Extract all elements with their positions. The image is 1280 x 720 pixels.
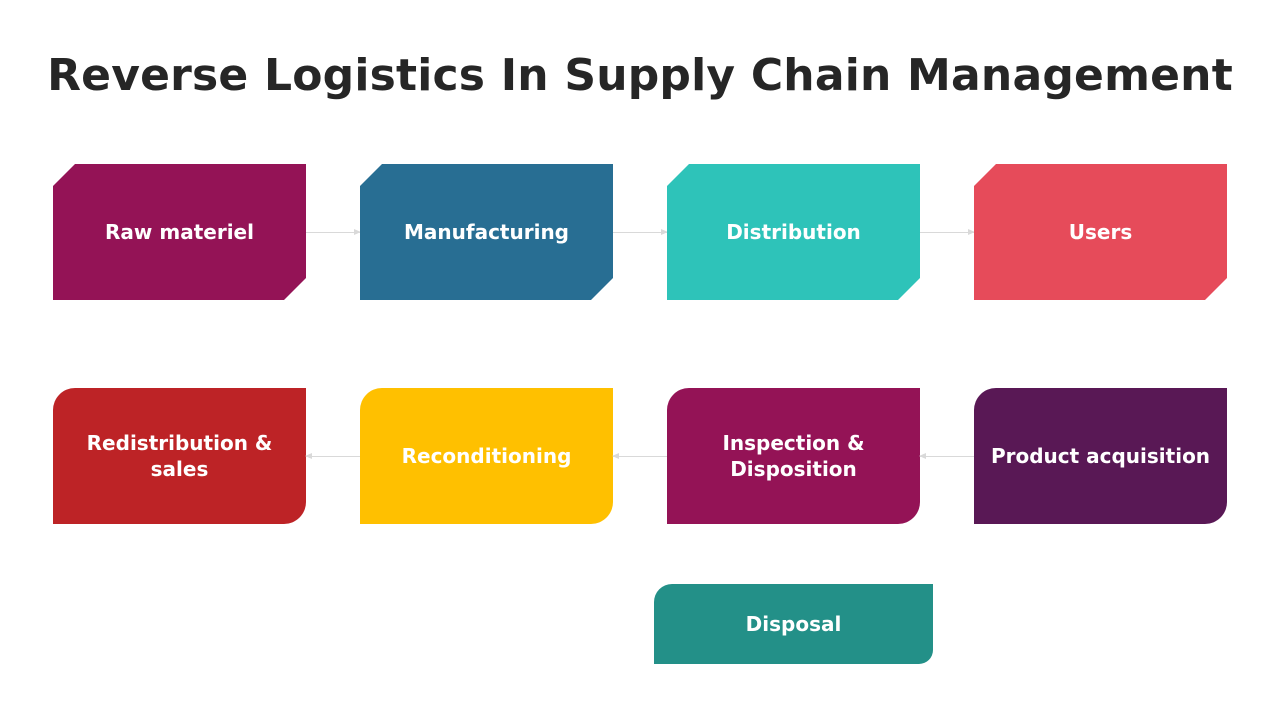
step-redistribution-sales: Redistribution & sales bbox=[53, 388, 306, 524]
connector-arrow-left bbox=[612, 453, 667, 459]
step-distribution: Distribution bbox=[667, 164, 920, 300]
step-users: Users bbox=[974, 164, 1227, 300]
step-label: Product acquisition bbox=[990, 444, 1211, 468]
connector-arrow-left bbox=[919, 453, 974, 459]
step-disposal: Disposal bbox=[654, 584, 933, 664]
step-reconditioning: Reconditioning bbox=[360, 388, 613, 524]
step-label: Redistribution & sales bbox=[86, 431, 273, 481]
step-label: Users bbox=[1068, 220, 1133, 244]
step-label: Distribution bbox=[726, 220, 861, 244]
step-product-acquisition: Product acquisition bbox=[974, 388, 1227, 524]
step-manufacturing: Manufacturing bbox=[360, 164, 613, 300]
connector-arrow-right bbox=[306, 229, 361, 235]
step-label: Disposal bbox=[745, 612, 842, 636]
connector-arrow-right bbox=[613, 229, 668, 235]
page-title: Reverse Logistics In Supply Chain Manage… bbox=[47, 50, 1233, 101]
step-raw-materiel: Raw materiel bbox=[53, 164, 306, 300]
step-label: Manufacturing bbox=[404, 220, 569, 244]
step-inspection-disposition: Inspection & Disposition bbox=[667, 388, 920, 524]
step-label: Inspection & Disposition bbox=[722, 431, 865, 481]
connector-arrow-right bbox=[920, 229, 975, 235]
connector-arrow-left bbox=[305, 453, 360, 459]
step-label: Reconditioning bbox=[401, 444, 572, 468]
step-label: Raw materiel bbox=[105, 220, 254, 244]
